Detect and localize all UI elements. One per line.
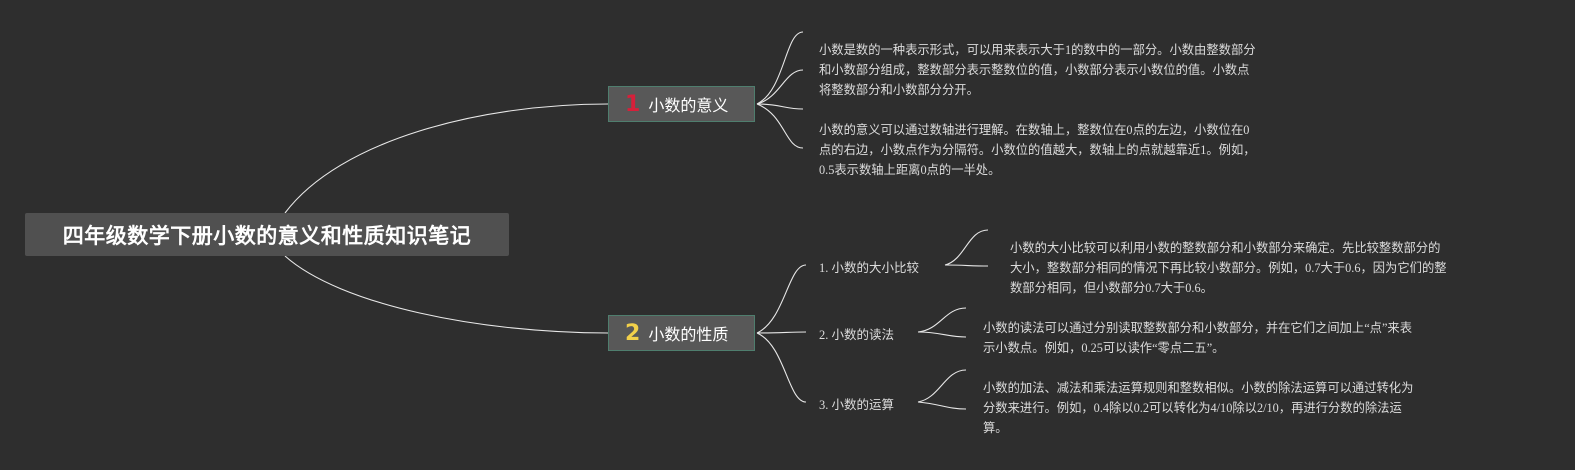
note-line: 小数是数的一种表示形式，可以用来表示大于1的数中的一部分。小数由整数部分 — [819, 43, 1256, 57]
branch-properties[interactable]: 2 小数的性质 — [608, 315, 755, 351]
root-topic[interactable]: 四年级数学下册小数的意义和性质知识笔记 — [25, 213, 509, 256]
connector-b1-top — [756, 31, 804, 105]
note-meaning-definition[interactable]: 小数是数的一种表示形式，可以用来表示大于1的数中的一部分。小数由整数部分 和小数… — [819, 40, 1256, 100]
note-compare[interactable]: 小数的大小比较可以利用小数的整数部分和小数部分来确定。先比较整数部分的 大小，整… — [1010, 238, 1447, 298]
connector-b2-sub3 — [756, 332, 807, 403]
note-line: 示小数点。例如，0.25可以读作“零点二五”。 — [983, 341, 1225, 355]
subtopic-reading[interactable]: 2. 小数的读法 — [819, 324, 894, 343]
branch-label: 小数的性质 — [648, 325, 729, 344]
note-line: 将整数部分和小数部分分开。 — [819, 83, 979, 97]
connector-b2-sub2 — [756, 331, 807, 334]
note-line: 分数来进行。例如，0.4除以0.2可以转化为4/10除以2/10，再进行分数的除… — [983, 401, 1402, 415]
note-operations[interactable]: 小数的加法、减法和乘法运算规则和整数相似。小数的除法运算可以通过转化为 分数来进… — [983, 378, 1413, 438]
connector-sub3-b — [917, 401, 967, 410]
branch-meaning[interactable]: 1 小数的意义 — [608, 86, 755, 122]
connector-sub2-b — [917, 331, 967, 338]
subtopic-label: 2. 小数的读法 — [819, 328, 895, 342]
note-line: 大小，整数部分相同的情况下再比较小数部分。例如，0.7大于0.6，因为它们的整 — [1010, 261, 1447, 275]
branch-label: 小数的意义 — [648, 96, 729, 115]
number-2-icon: 2 — [625, 320, 641, 346]
subtopic-compare[interactable]: 1. 小数的大小比较 — [819, 257, 919, 276]
connector-root-branch2 — [284, 255, 609, 334]
note-line: 小数的大小比较可以利用小数的整数部分和小数部分来确定。先比较整数部分的 — [1010, 241, 1441, 255]
subtopic-label: 3. 小数的运算 — [819, 398, 895, 412]
note-line: 小数的加法、减法和乘法运算规则和整数相似。小数的除法运算可以通过转化为 — [983, 381, 1414, 395]
note-line: 数部分相同，但小数部分0.7大于0.6。 — [1010, 281, 1213, 295]
connector-b2-sub1 — [756, 264, 807, 334]
subtopic-operations[interactable]: 3. 小数的运算 — [819, 394, 894, 413]
connector-b1-mid1 — [756, 69, 804, 105]
note-line: 0.5表示数轴上距离0点的一半处。 — [819, 163, 1001, 177]
root-title: 四年级数学下册小数的意义和性质知识笔记 — [62, 223, 472, 248]
note-reading[interactable]: 小数的读法可以通过分别读取整数部分和小数部分，并在它们之间加上“点”来表 示小数… — [983, 318, 1412, 358]
connector-root-branch1 — [284, 103, 609, 214]
note-line: 和小数部分组成，整数部分表示整数位的值，小数部分表示小数位的值。小数点 — [819, 63, 1250, 77]
connector-sub3-a — [917, 369, 967, 403]
connector-sub2-a — [917, 307, 967, 333]
note-line: 小数的意义可以通过数轴进行理解。在数轴上，整数位在0点的左边，小数位在0 — [819, 123, 1250, 137]
connector-b1-bot — [756, 103, 804, 149]
note-meaning-number-line[interactable]: 小数的意义可以通过数轴进行理解。在数轴上，整数位在0点的左边，小数位在0 点的右… — [819, 120, 1256, 180]
connector-sub1-b — [944, 264, 989, 267]
note-line: 点的右边，小数点作为分隔符。小数位的值越大，数轴上的点就越靠近1。例如， — [819, 143, 1256, 157]
note-line: 算。 — [983, 421, 1008, 435]
subtopic-label: 1. 小数的大小比较 — [819, 261, 920, 275]
note-line: 小数的读法可以通过分别读取整数部分和小数部分，并在它们之间加上“点”来表 — [983, 321, 1413, 335]
connector-b1-mid2 — [756, 103, 804, 110]
number-1-icon: 1 — [625, 91, 641, 117]
connector-sub1-a — [944, 229, 989, 266]
